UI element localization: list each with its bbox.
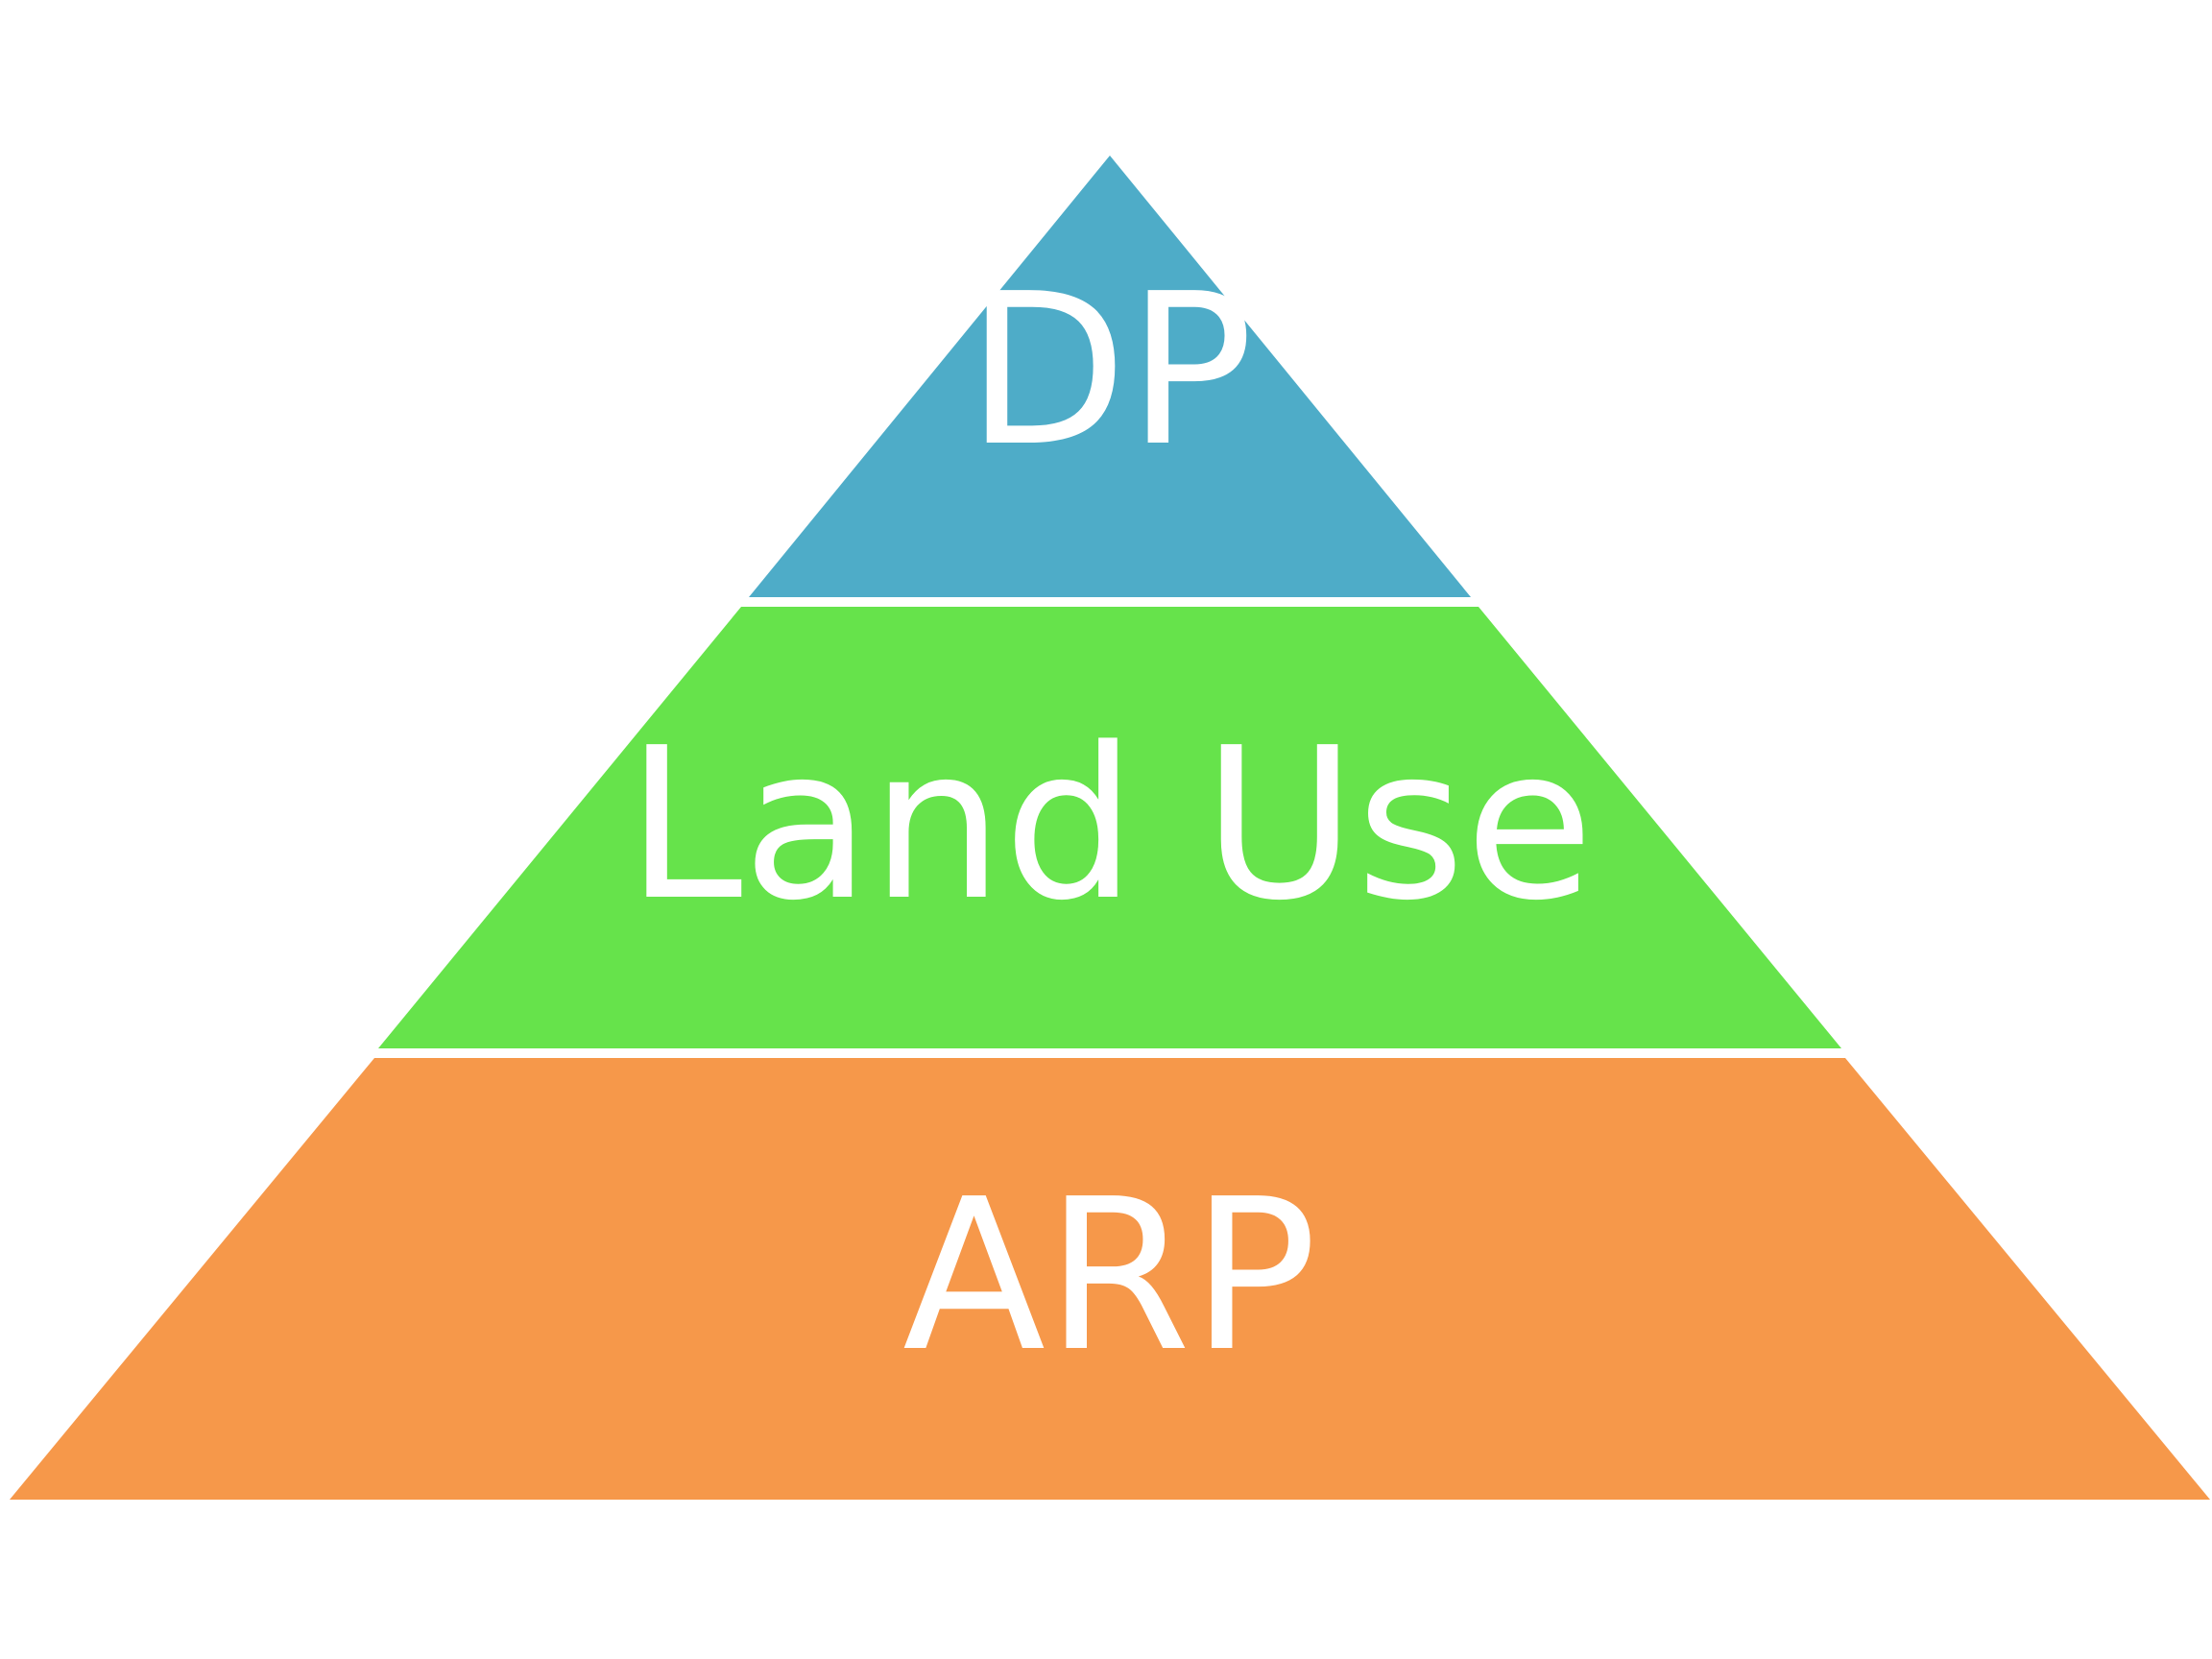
tier-bottom-shape: [10, 1058, 2210, 1500]
tier-middle-label: Land Use: [626, 704, 1594, 947]
tier-middle: Land Use: [378, 607, 1841, 1048]
tier-middle-shape: [378, 607, 1841, 1048]
tier-top-shape: [749, 156, 1471, 597]
tier-bottom: ARP: [10, 1058, 2210, 1500]
tier-top-label: DP: [966, 250, 1253, 493]
tier-top: DP: [749, 156, 1471, 597]
tier-bottom-label: ARP: [902, 1155, 1317, 1398]
